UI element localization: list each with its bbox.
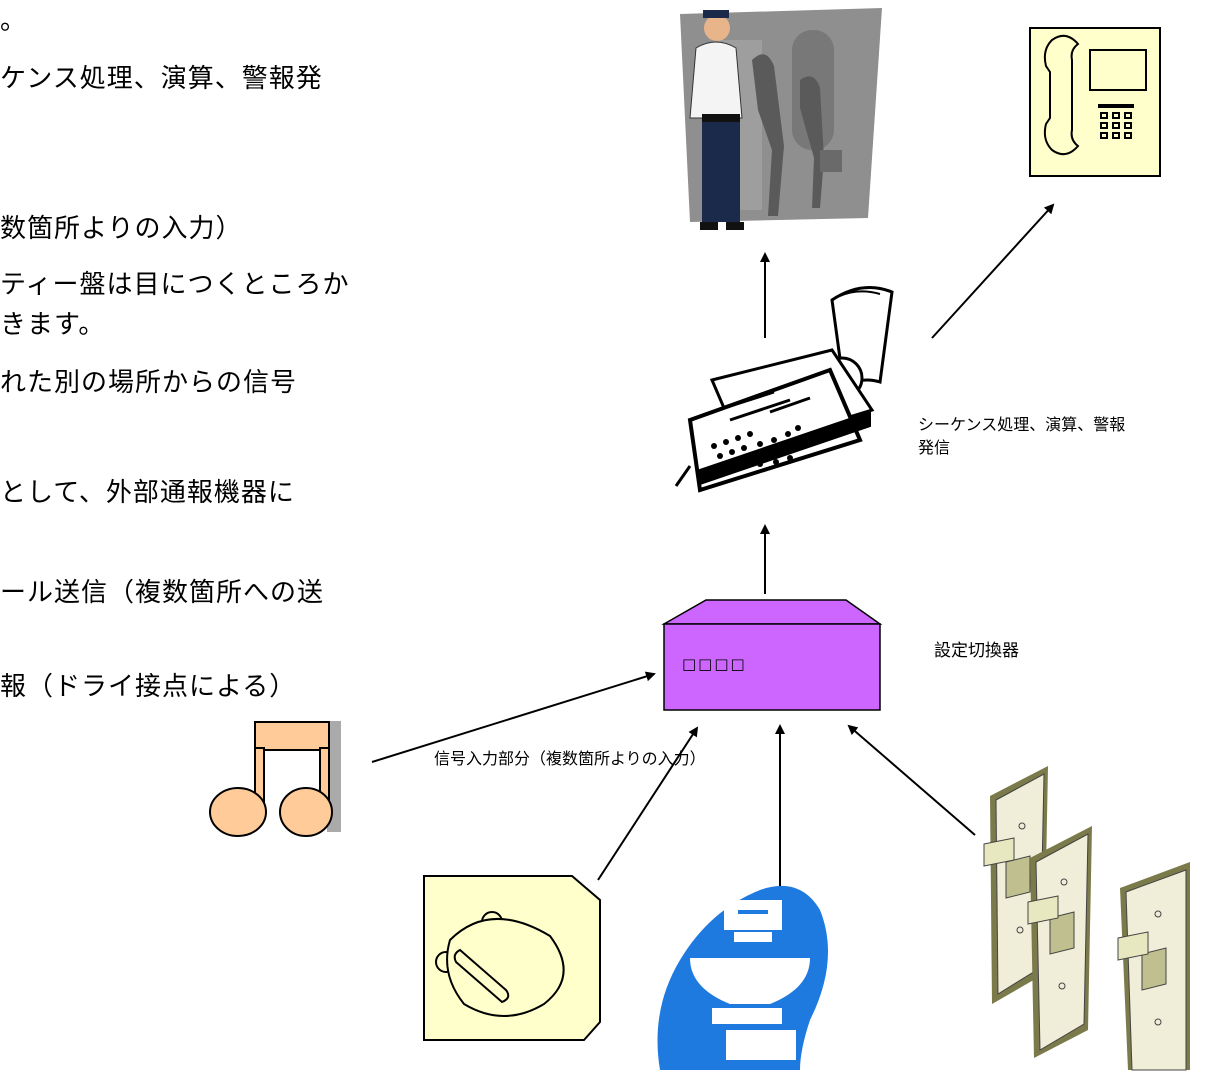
left-text-line-0: 。 xyxy=(0,6,28,36)
switcher-box xyxy=(661,599,883,711)
arrow-note-to-box xyxy=(371,671,656,763)
music-note-icon xyxy=(209,721,341,837)
left-text-line-2: 数箇所よりの入力） xyxy=(0,214,243,244)
left-text-line-5: れた別の場所からの信号 xyxy=(0,368,298,398)
wall-switch-3 xyxy=(1117,862,1190,1071)
guard-image xyxy=(680,8,882,230)
left-text-line-3: ティー盤は目につくところか xyxy=(0,270,350,300)
hand-sensor-icon xyxy=(423,875,601,1041)
label-sequence-line2: 発信 xyxy=(918,438,951,457)
left-text-line-4: きます。 xyxy=(0,310,106,340)
label-sequence-line1: シーケンス処理、演算、警報 xyxy=(918,415,1126,434)
arrow-switch-to-box xyxy=(847,724,976,836)
left-text-line-7: ール送信（複数箇所への送 xyxy=(0,578,325,608)
arrows xyxy=(371,203,1055,892)
switcher-box-display: □□□□ xyxy=(682,655,747,673)
printer-icon xyxy=(674,286,894,493)
left-text-line-1: ケンス処理、演算、警報発 xyxy=(0,64,323,94)
label-switcher: 設定切換器 xyxy=(934,641,1019,661)
arrow-hand-to-box xyxy=(597,726,699,881)
wall-switch-icon xyxy=(983,766,1190,1071)
left-text-line-6: として、外部通報機器に xyxy=(0,478,295,508)
left-text-line-8: 報（ドライ接点による） xyxy=(0,672,297,702)
toilet-icon xyxy=(657,885,828,1070)
label-signal-input: 信号入力部分（複数箇所よりの入力） xyxy=(434,749,706,768)
wall-switch-2 xyxy=(1027,826,1092,1058)
telephone-icon xyxy=(1029,27,1161,177)
arrow-printer-to-phone xyxy=(931,203,1055,339)
